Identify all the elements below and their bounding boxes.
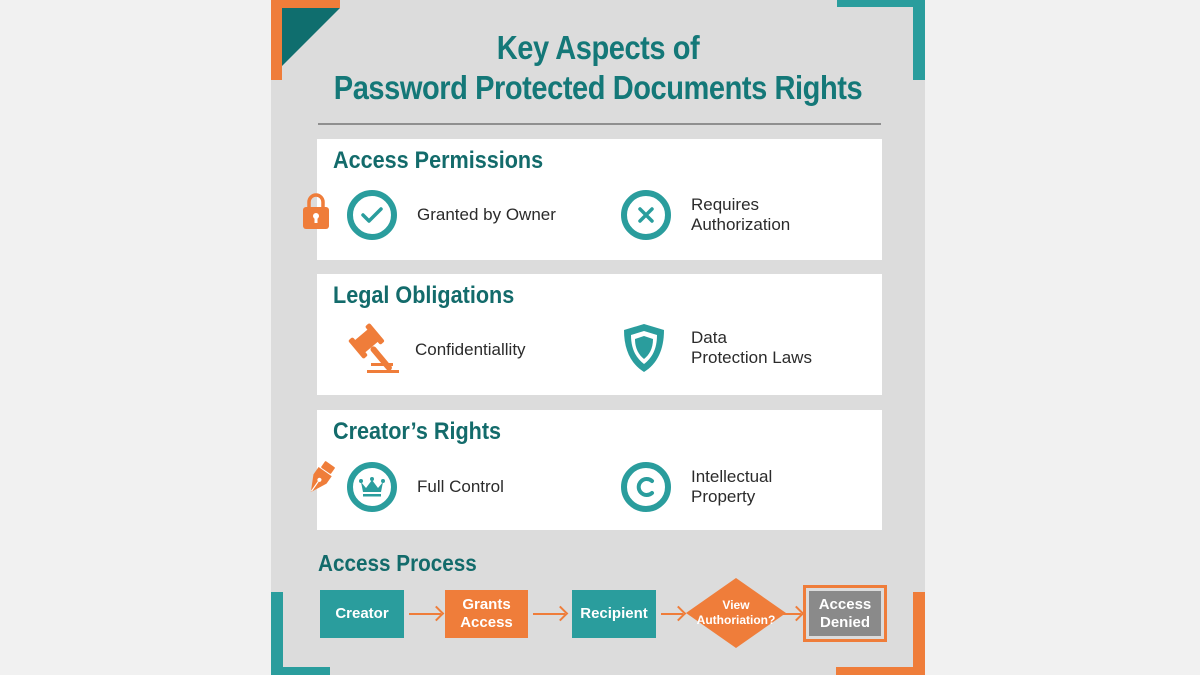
process-step-view-authorization: View Authoriation? (686, 578, 786, 648)
section-heading: Access Permissions (333, 147, 544, 174)
crown-circle-icon (347, 462, 397, 512)
flow-arrow (533, 613, 565, 615)
page-title-line-2: Password Protected Documents Rights (333, 69, 863, 106)
corner-accent-bottom-left (271, 592, 283, 675)
lock-icon (302, 192, 330, 235)
item-label: Confidentiallity (415, 339, 526, 359)
section-heading: Creator’s Rights (333, 418, 502, 445)
decision-label: View Authoriation? (696, 598, 776, 627)
item-full-control: Full Control (347, 462, 504, 512)
corner-accent-bottom-right (836, 667, 925, 675)
item-intellectual-property: Intellectual Property (621, 462, 772, 512)
item-requires-authorization: Requires Authorization (621, 190, 790, 240)
item-label: Granted by Owner (417, 205, 556, 224)
section-heading: Legal Obligations (333, 282, 515, 309)
infographic-poster: Key Aspects of Password Protected Docume… (271, 0, 925, 675)
corner-triangle (282, 8, 340, 66)
card-access-permissions: Access Permissions Granted by Owner Requ… (317, 139, 882, 260)
item-label: Requires Authorization (691, 195, 791, 234)
pen-nib-icon (304, 461, 336, 502)
shield-icon (621, 322, 667, 374)
page-title-line-1: Key Aspects of (496, 29, 700, 66)
x-circle-icon (621, 190, 671, 240)
process-step-grants-access: Grants Access (445, 590, 528, 638)
item-label: Full Control (417, 477, 504, 496)
process-step-recipient: Recipient (572, 590, 656, 638)
item-granted-by-owner: Granted by Owner (347, 190, 556, 240)
corner-accent-top-right (837, 0, 925, 7)
corner-accent-bottom-left (271, 667, 330, 675)
access-denied-label: Access Denied (809, 591, 881, 636)
check-circle-icon (347, 190, 397, 240)
decision-diamond (686, 578, 786, 648)
flow-arrow (783, 613, 801, 615)
corner-accent-top-right (913, 0, 925, 80)
corner-accent-top-left (271, 0, 282, 80)
process-step-creator: Creator (320, 590, 404, 638)
copyright-icon (621, 462, 671, 512)
title-divider (318, 123, 881, 125)
item-label: Intellectual Property (691, 467, 773, 506)
process-heading: Access Process (318, 550, 477, 576)
item-confidentiality: Confidentiallity (339, 322, 526, 377)
item-data-protection-laws: Data Protection Laws (621, 322, 812, 374)
corner-accent-top-left (271, 0, 340, 8)
item-label: Data Protection Laws (691, 328, 812, 367)
flow-arrow (409, 613, 441, 615)
flow-arrow (661, 613, 683, 615)
corner-accent-bottom-right (913, 592, 925, 675)
gavel-icon (339, 322, 401, 377)
process-step-access-denied: Access Denied (803, 585, 887, 642)
card-legal-obligations: Legal Obligations Confidentiallity (317, 274, 882, 395)
card-creators-rights: Creator’s Rights Full Control Intellectu… (317, 410, 882, 530)
